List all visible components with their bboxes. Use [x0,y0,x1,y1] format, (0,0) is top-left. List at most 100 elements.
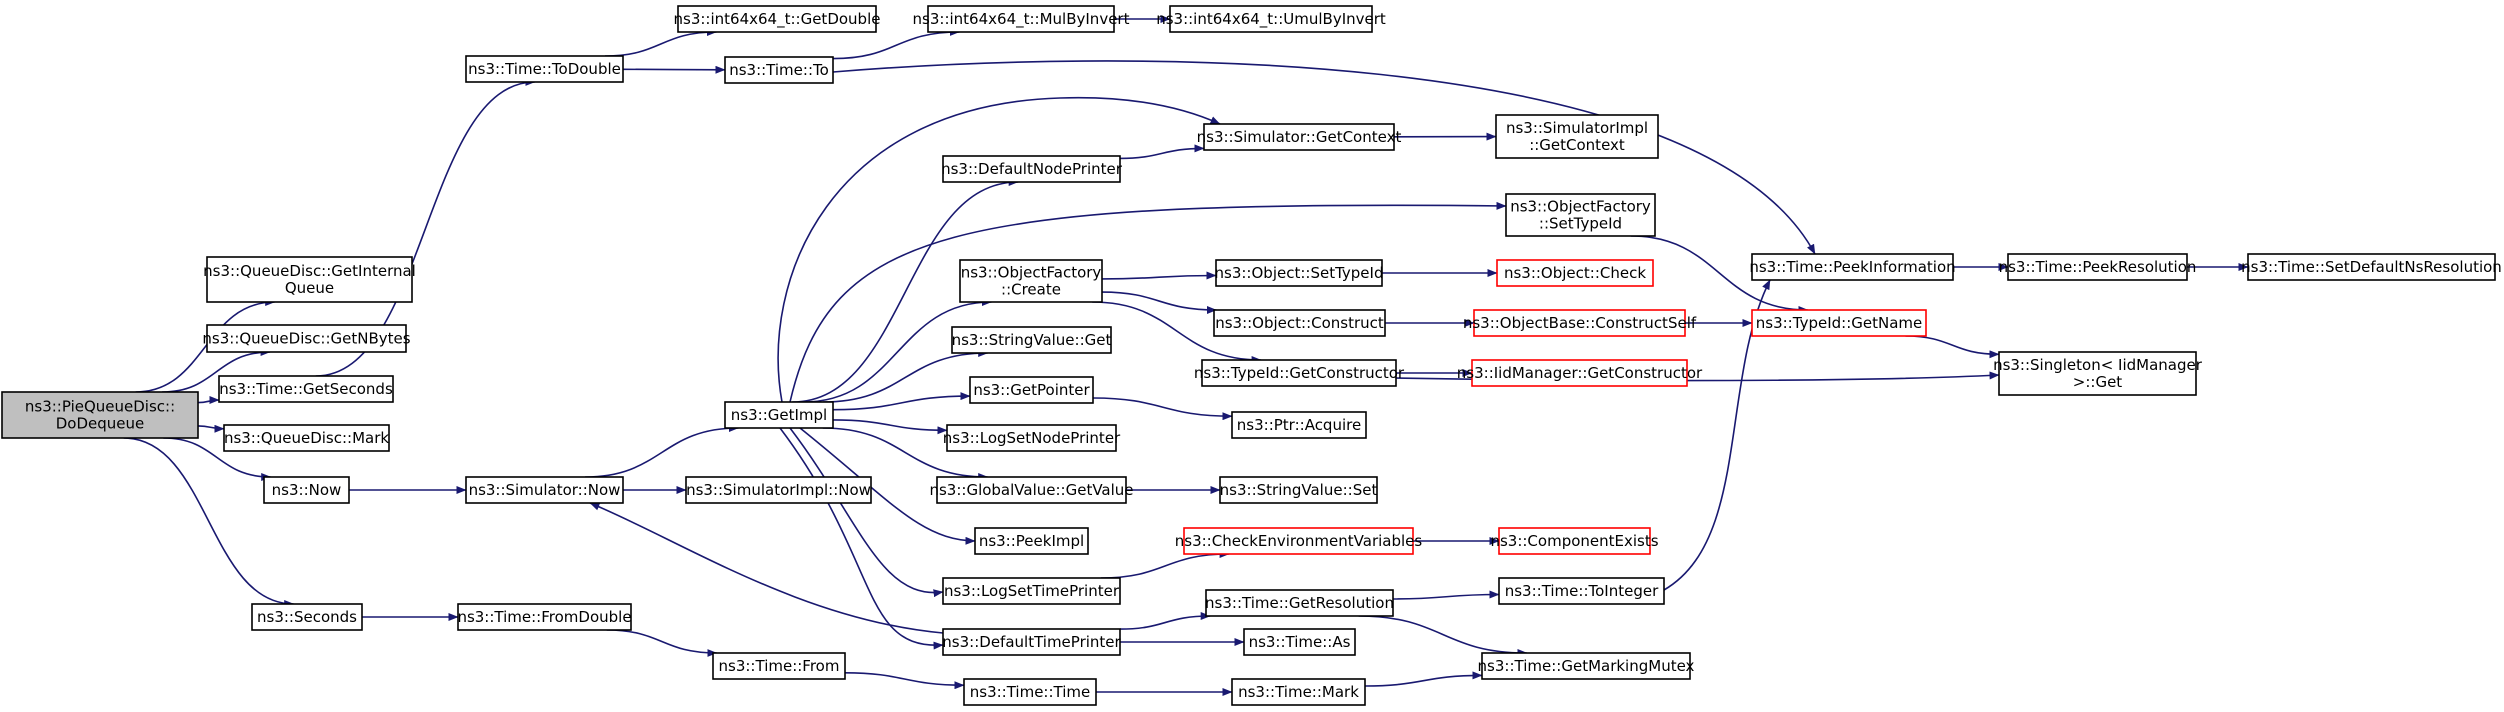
node-ofsettypeid[interactable]: ns3::ObjectFactory::SetTypeId [1505,193,1656,237]
edge-getimpl-to-ofcreate [803,298,992,403]
node-ofcreate[interactable]: ns3::ObjectFactory::Create [959,259,1103,303]
node-objsettypeid[interactable]: ns3::Object::SetTypeId [1215,259,1384,287]
edge-ofsettypeid-to-typeidgetname [1630,235,1809,314]
node-seconds[interactable]: ns3::Seconds [251,603,363,631]
node-box [724,401,834,429]
edge-fromdouble-to-timefrom [606,629,718,657]
node-timetime[interactable]: ns3::Time::Time [963,678,1097,706]
node-label: ns3::GetImpl [731,406,827,424]
edge-typeidgetname-to-singletonget [1905,335,2000,359]
node-stringvalueget[interactable]: ns3::StringValue::Get [951,326,1112,354]
node-singletonget[interactable]: ns3::Singleton< IidManager >::Get [1993,351,2203,396]
node-getdouble[interactable]: ns3::int64x64_t::GetDouble [674,5,881,33]
node-box [969,376,1094,404]
node-defaulttimeprinter[interactable]: ns3::DefaultTimePrinter [942,628,1122,656]
node-now[interactable]: ns3::Now [263,476,350,504]
call-edge [1392,590,1500,600]
call-edge [803,298,992,403]
node-label: ns3::Object::SetTypeId [1215,264,1384,282]
node-box [1183,527,1414,555]
call-edge [789,201,1507,403]
edges [123,15,2249,696]
node-box [1998,351,2197,396]
node-defaultnodeprinter[interactable]: ns3::DefaultNodePrinter [941,155,1123,183]
node-box [712,652,846,680]
node-fromdouble[interactable]: ns3::Time::FromDouble [457,603,632,631]
node-box [457,603,632,631]
node-mark[interactable]: ns3::QueueDisc::Mark [223,424,390,452]
node-getimpl[interactable]: ns3::GetImpl [724,401,834,429]
call-edge [197,424,225,433]
node-constructself[interactable]: ns3::ObjectBase::ConstructSelf [1463,309,1697,337]
node-getnbytes[interactable]: ns3::QueueDisc::GetNBytes [202,324,411,353]
node-label: ::GetContext [1529,136,1625,154]
node-timeto[interactable]: ns3::Time::To [724,56,834,84]
node-checkenv[interactable]: ns3::CheckEnvironmentVariables [1175,527,1423,555]
node-label: ns3::TypeId::GetConstructor [1194,364,1405,382]
node-box [974,527,1089,555]
node-umulbyinvert[interactable]: ns3::int64x64_t::UmulByInvert [1156,5,1386,33]
node-getpointer[interactable]: ns3::GetPointer [969,376,1094,404]
edge-timeto-to-peekinformation [832,60,1816,255]
nodes: ns3::PieQueueDisc::DoDequeuens3::QueueDi… [1,5,2502,706]
node-box [223,424,390,452]
call-edge [606,629,718,657]
call-edge [604,28,717,57]
node-toas[interactable]: ns3::Time::As [1243,628,1356,656]
node-box [1481,652,1691,680]
node-box [942,628,1121,656]
node-label: ns3::Time::ToDouble [468,60,621,78]
node-simimplnow[interactable]: ns3::SimulatorImpl::Now [685,476,872,504]
node-tointeger[interactable]: ns3::Time::ToInteger [1498,577,1665,605]
edge-getimpl-to-stringvalueget [822,349,989,403]
node-box [2007,253,2188,281]
node-dodequeue[interactable]: ns3::PieQueueDisc::DoDequeue [1,391,199,439]
node-peekresolution[interactable]: ns3::Time::PeekResolution [1999,253,2197,281]
node-getseconds[interactable]: ns3::Time::GetSeconds [218,375,394,403]
node-logsettimeprinter[interactable]: ns3::LogSetTimePrinter [942,577,1121,605]
node-globalvaluegetvalue[interactable]: ns3::GlobalValue::GetValue [929,476,1134,504]
node-getmarkingmutex[interactable]: ns3::Time::GetMarkingMutex [1478,652,1695,680]
node-typeidgetname[interactable]: ns3::TypeId::GetName [1751,309,1927,337]
node-box [1,391,199,439]
node-peekimpl[interactable]: ns3::PeekImpl [974,527,1089,555]
node-ptracquire[interactable]: ns3::Ptr::Acquire [1231,411,1367,439]
node-todouble[interactable]: ns3::Time::ToDouble [465,55,624,83]
node-getcontext[interactable]: ns3::Simulator::GetContext [1197,123,1402,151]
node-timefrom[interactable]: ns3::Time::From [712,652,846,680]
node-implgetcontext[interactable]: ns3::SimulatorImpl::GetContext [1495,114,1659,159]
edge-ofcreate-to-typeidgetconstructor [1092,301,1262,364]
node-iidmgrgetconstructor[interactable]: ns3::IidManager::GetConstructor [1457,359,1703,387]
node-label: ns3::Time::GetResolution [1205,594,1394,612]
node-box [685,476,872,504]
node-box [1505,193,1656,237]
node-getresolution[interactable]: ns3::Time::GetResolution [1205,589,1394,617]
node-typeidgetconstructor[interactable]: ns3::TypeId::GetConstructor [1194,359,1405,387]
call-edge [789,427,944,598]
node-label: ns3::StringValue::Set [1220,481,1378,499]
node-objcheck[interactable]: ns3::Object::Check [1496,259,1654,287]
node-setdefaultnsresolution[interactable]: ns3::Time::SetDefaultNsResolution [2241,253,2502,281]
edge-getimpl-to-getcontext [777,96,1221,403]
node-peekinformation[interactable]: ns3::Time::PeekInformation [1749,253,1956,281]
call-edge [1092,301,1262,364]
node-label: ns3::Time::GetSeconds [219,380,393,398]
node-label: ns3::LogSetNodePrinter [943,429,1121,447]
node-logsetnodeprinter[interactable]: ns3::LogSetNodePrinter [943,424,1121,452]
call-edge [1119,144,1205,160]
node-objconstruct[interactable]: ns3::Object::Construct [1213,309,1386,337]
edge-defaulttimeprinter-to-simnow [589,502,944,634]
node-stringvalueset[interactable]: ns3::StringValue::Set [1219,476,1378,504]
node-simnow[interactable]: ns3::Simulator::Now [465,476,624,504]
call-edge [622,65,726,74]
node-timemark[interactable]: ns3::Time::Mark [1231,678,1366,706]
edge-getresolution-to-tointeger [1392,590,1500,600]
node-mulbyinvert[interactable]: ns3::int64x64_t::MulByInvert [913,5,1130,33]
node-box [1243,628,1356,656]
node-label: ns3::PeekImpl [979,532,1084,550]
node-label: ns3::ObjectFactory [961,264,1102,282]
edge-getimpl-to-peekimpl [799,427,976,545]
node-componentexists[interactable]: ns3::ComponentExists [1490,527,1659,555]
call-edge [1358,615,1528,657]
